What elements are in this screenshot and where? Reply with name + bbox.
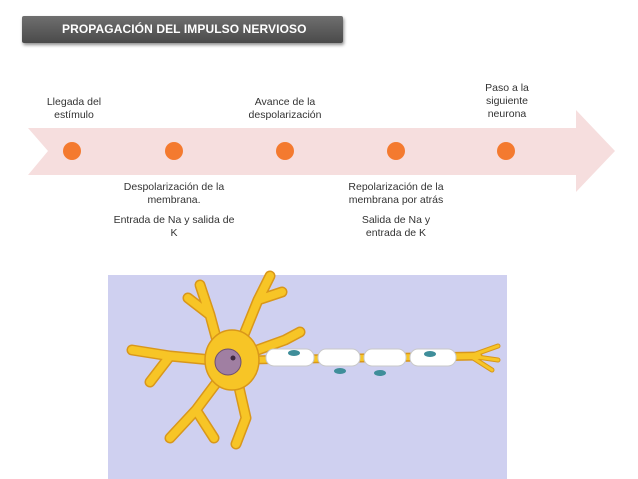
title-bar: PROPAGACIÓN DEL IMPULSO NERVIOSO (22, 16, 343, 43)
step-label-2: Despolarización de la membrana. Entrada … (113, 181, 235, 239)
timeline-arrow (28, 110, 615, 192)
step-dot-5 (497, 142, 515, 160)
step-dot-4 (387, 142, 405, 160)
step-dot-2 (165, 142, 183, 160)
step-dot-3 (276, 142, 294, 160)
neuron-panel (108, 275, 507, 479)
step-label-4: Repolarización de la membrana por atrás … (348, 181, 444, 239)
myelin-sheaths (265, 348, 457, 367)
ranvier-nodes (288, 350, 436, 376)
step-label-1: Llegada del estímulo (46, 96, 102, 121)
neuron-illustration (108, 270, 507, 479)
neuron-nucleus (214, 348, 242, 376)
step-label-3: Avance de la despolarización (248, 96, 322, 121)
page-title: PROPAGACIÓN DEL IMPULSO NERVIOSO (62, 22, 307, 36)
step-label-5: Paso a la siguiente neurona (485, 82, 529, 120)
step-dot-1 (63, 142, 81, 160)
